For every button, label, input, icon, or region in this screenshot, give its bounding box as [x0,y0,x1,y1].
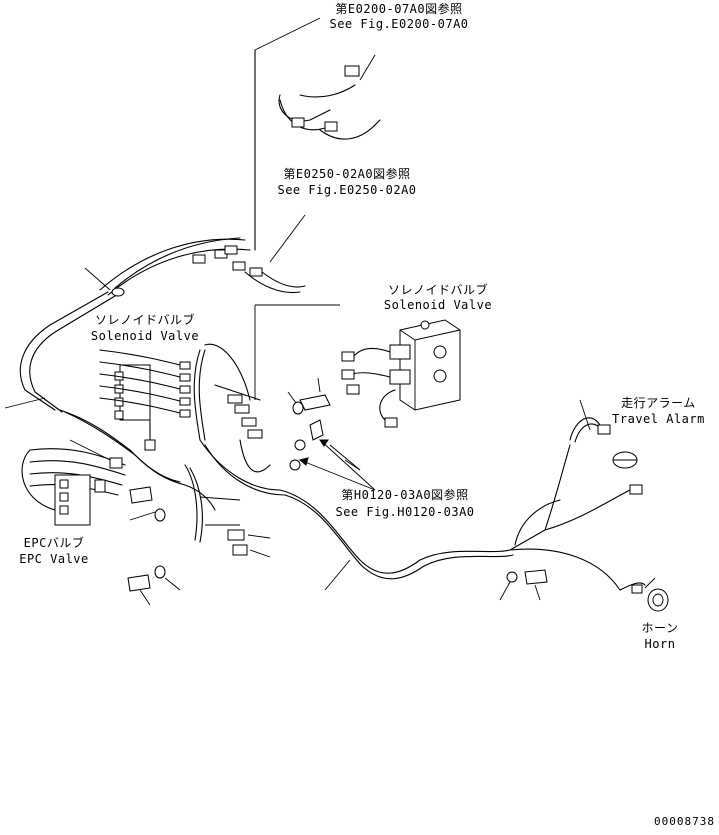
callout-h0120-jp: 第H0120-03A0図参照 [341,488,469,502]
epc-valve-en: EPC Valve [19,552,89,566]
callout-e0250-jp: 第E0250-02A0図参照 [283,167,411,181]
callout-e0200-en: See Fig.E0200-07A0 [329,17,469,31]
connector-assembly-top [254,17,381,251]
callout-e0250-en: See Fig.E0250-02A0 [277,183,417,197]
epc-valve-jp: EPCバルブ [23,536,85,550]
travel-alarm-jp: 走行アラーム [621,396,696,410]
solenoid-valve-left-jp: ソレノイドバルブ [94,313,195,327]
fasteners [127,377,548,606]
solenoid-valve-right-group [254,304,461,428]
horn-group [619,577,669,612]
solenoid-valve-left-en: Solenoid Valve [90,329,200,343]
drawing-number: 00008738 [654,815,715,828]
travel-alarm-en: Travel Alarm [612,412,705,426]
horn-en: Horn [644,637,676,651]
horn-jp: ホーン [641,621,679,635]
solenoid-valve-left-group [99,349,191,451]
callout-h0120-en: See Fig.H0120-03A0 [335,505,475,519]
solenoid-valve-right-en: Solenoid Valve [383,298,493,312]
pointer-lines-h0120 [298,439,376,491]
solenoid-valve-right-jp: ソレノイドバルブ [387,283,488,297]
label-leader-lines [329,444,361,471]
harness-upper [84,214,306,296]
harness-main [4,287,631,591]
epc-valve-group [21,439,126,526]
travel-alarm-group [544,399,643,531]
harness-center-branch [184,343,271,558]
callout-e0200-jp: 第E0200-07A0図参照 [335,2,463,16]
